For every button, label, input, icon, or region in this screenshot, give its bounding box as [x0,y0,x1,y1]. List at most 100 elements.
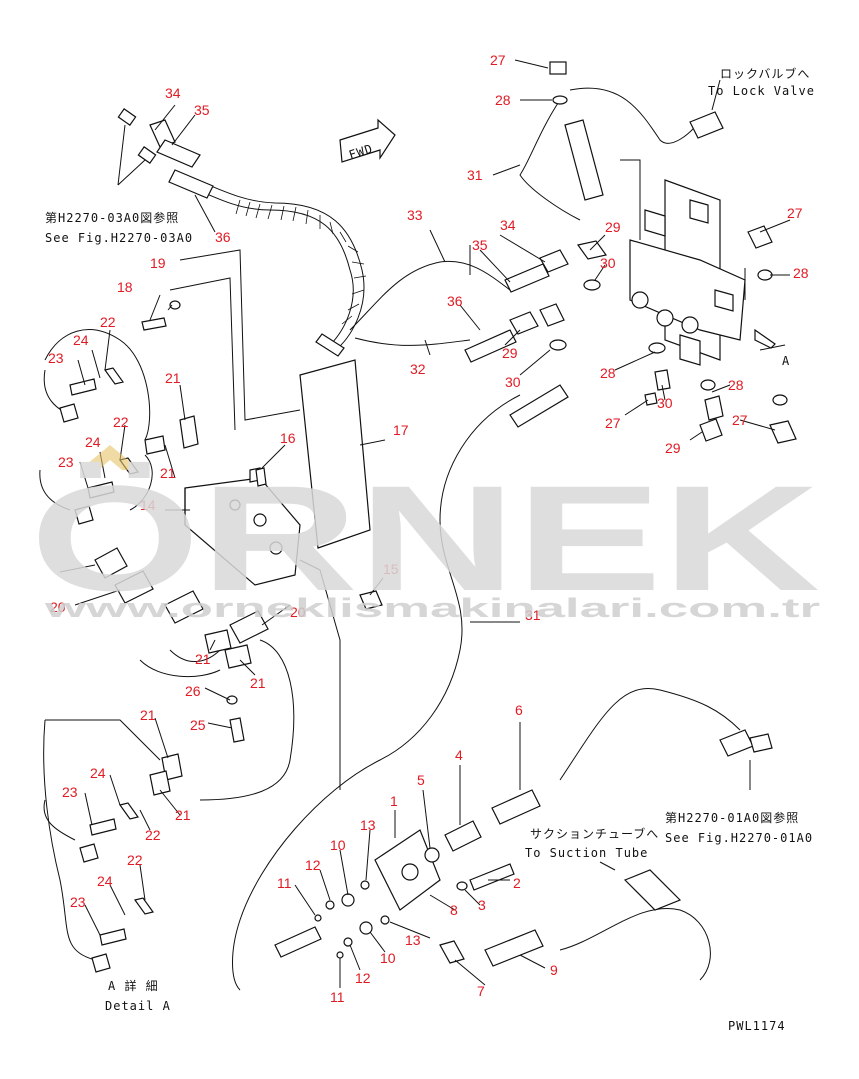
label-7: 7 [477,983,485,999]
fitting-small-1 [117,108,137,126]
label-22: 22 [113,414,129,430]
label-10: 10 [380,950,396,966]
elbow-7 [439,940,465,964]
hose-end-6 [491,789,541,825]
hose-lines [39,87,741,991]
label-22: 22 [127,852,143,868]
coiled-hose [174,179,354,346]
label-24: 24 [85,434,101,450]
label-9: 9 [550,962,558,978]
label-11: 11 [330,989,345,1005]
fitting-27-top [549,61,567,75]
label-28: 28 [728,377,744,393]
oring-11-upper [314,914,322,922]
suction-line-lower [559,907,711,981]
hose-end-35-center [504,263,550,293]
harness-5 [139,649,221,678]
label-21: 21 [195,651,211,667]
label-1: 1 [390,793,398,809]
label-27: 27 [732,412,748,428]
label-31: 31 [467,167,483,183]
view-a-label: A [782,354,790,368]
label-36: 36 [215,229,231,245]
harness-4 [43,799,76,841]
line-32 [354,337,471,346]
harness-6 [199,639,295,801]
hose-end-11 [274,926,322,958]
bolt-25 [229,717,245,743]
bracket-21-b [144,435,166,455]
bracket-frame-lower [299,559,341,790]
fitting-30-lower-2 [704,395,724,421]
label-23: 23 [62,784,78,800]
label-32: 32 [410,361,426,377]
label-28: 28 [600,365,616,381]
hose-end-36-left [168,169,214,199]
bracket-frame-upper [179,249,301,421]
oring-13-upper [360,880,370,890]
oring-5 [424,847,440,863]
label-29: 29 [605,219,621,235]
note-fig03-jp: 第H2270-03A0図参照 [45,210,179,225]
label-27: 27 [605,415,621,431]
label-30: 30 [505,374,521,390]
line-31-top [519,99,581,221]
label-13: 13 [360,817,376,833]
elbow-29-center-top [576,240,608,260]
label-8: 8 [450,902,458,918]
hose-end-31-center [509,384,569,428]
fitting-27-right [747,225,773,249]
label-27: 27 [490,52,506,68]
label-21: 21 [175,807,191,823]
label-28: 28 [793,265,809,281]
label-23: 23 [70,894,86,910]
valve-block-A [629,179,746,366]
label-29: 29 [665,440,681,456]
leader-lines [59,59,791,988]
bolt-18 [141,317,167,331]
elbow-29-lower [699,418,723,442]
label-22: 22 [100,314,116,330]
suction-tube-end [623,869,682,911]
label-14: 14 [140,497,156,513]
label-33: 33 [407,207,423,223]
oring-28-lower-2 [700,379,716,391]
fitting-36-center [509,311,539,335]
label-22: 22 [145,827,161,843]
label-21: 21 [165,370,181,386]
coil-rings [235,199,367,325]
label-30: 30 [600,255,616,271]
label-21: 21 [250,675,266,691]
line-to-lock-valve [569,87,713,144]
fwd-arrow: FWD [339,118,396,163]
label-27: 27 [787,205,803,221]
label-34: 34 [165,85,181,101]
fitting-6-upper [719,729,754,757]
label-36: 36 [447,293,463,309]
label-3: 3 [478,897,486,913]
plug-27-lower [644,392,658,406]
note-lock-jp: ロックバルブへ [720,66,810,81]
label-18: 18 [117,279,133,295]
harness-2 [39,454,153,511]
label-24: 24 [97,873,113,889]
oring-28-right [757,269,773,281]
label-10: 10 [330,837,346,853]
hose-end-36-center [464,329,517,363]
fitting-small-2 [137,146,157,164]
bracket-21-a [179,415,199,449]
bracket-21-f [149,770,171,796]
line-31-long [232,394,521,991]
fitting-6-tip [749,733,773,753]
label-31: 31 [525,607,541,623]
solenoid-coils-20 [94,547,269,644]
coiled-hose-edge [177,171,365,349]
label-26: 26 [185,683,201,699]
note-fig01-en: See Fig.H2270-01A0 [665,831,813,845]
label-15: 15 [383,561,399,577]
label-28: 28 [495,92,511,108]
hose-end-31-top [564,119,604,201]
label-12: 12 [305,857,321,873]
lock-valve-fitting [689,111,724,139]
hose-end-35-left [156,139,201,168]
